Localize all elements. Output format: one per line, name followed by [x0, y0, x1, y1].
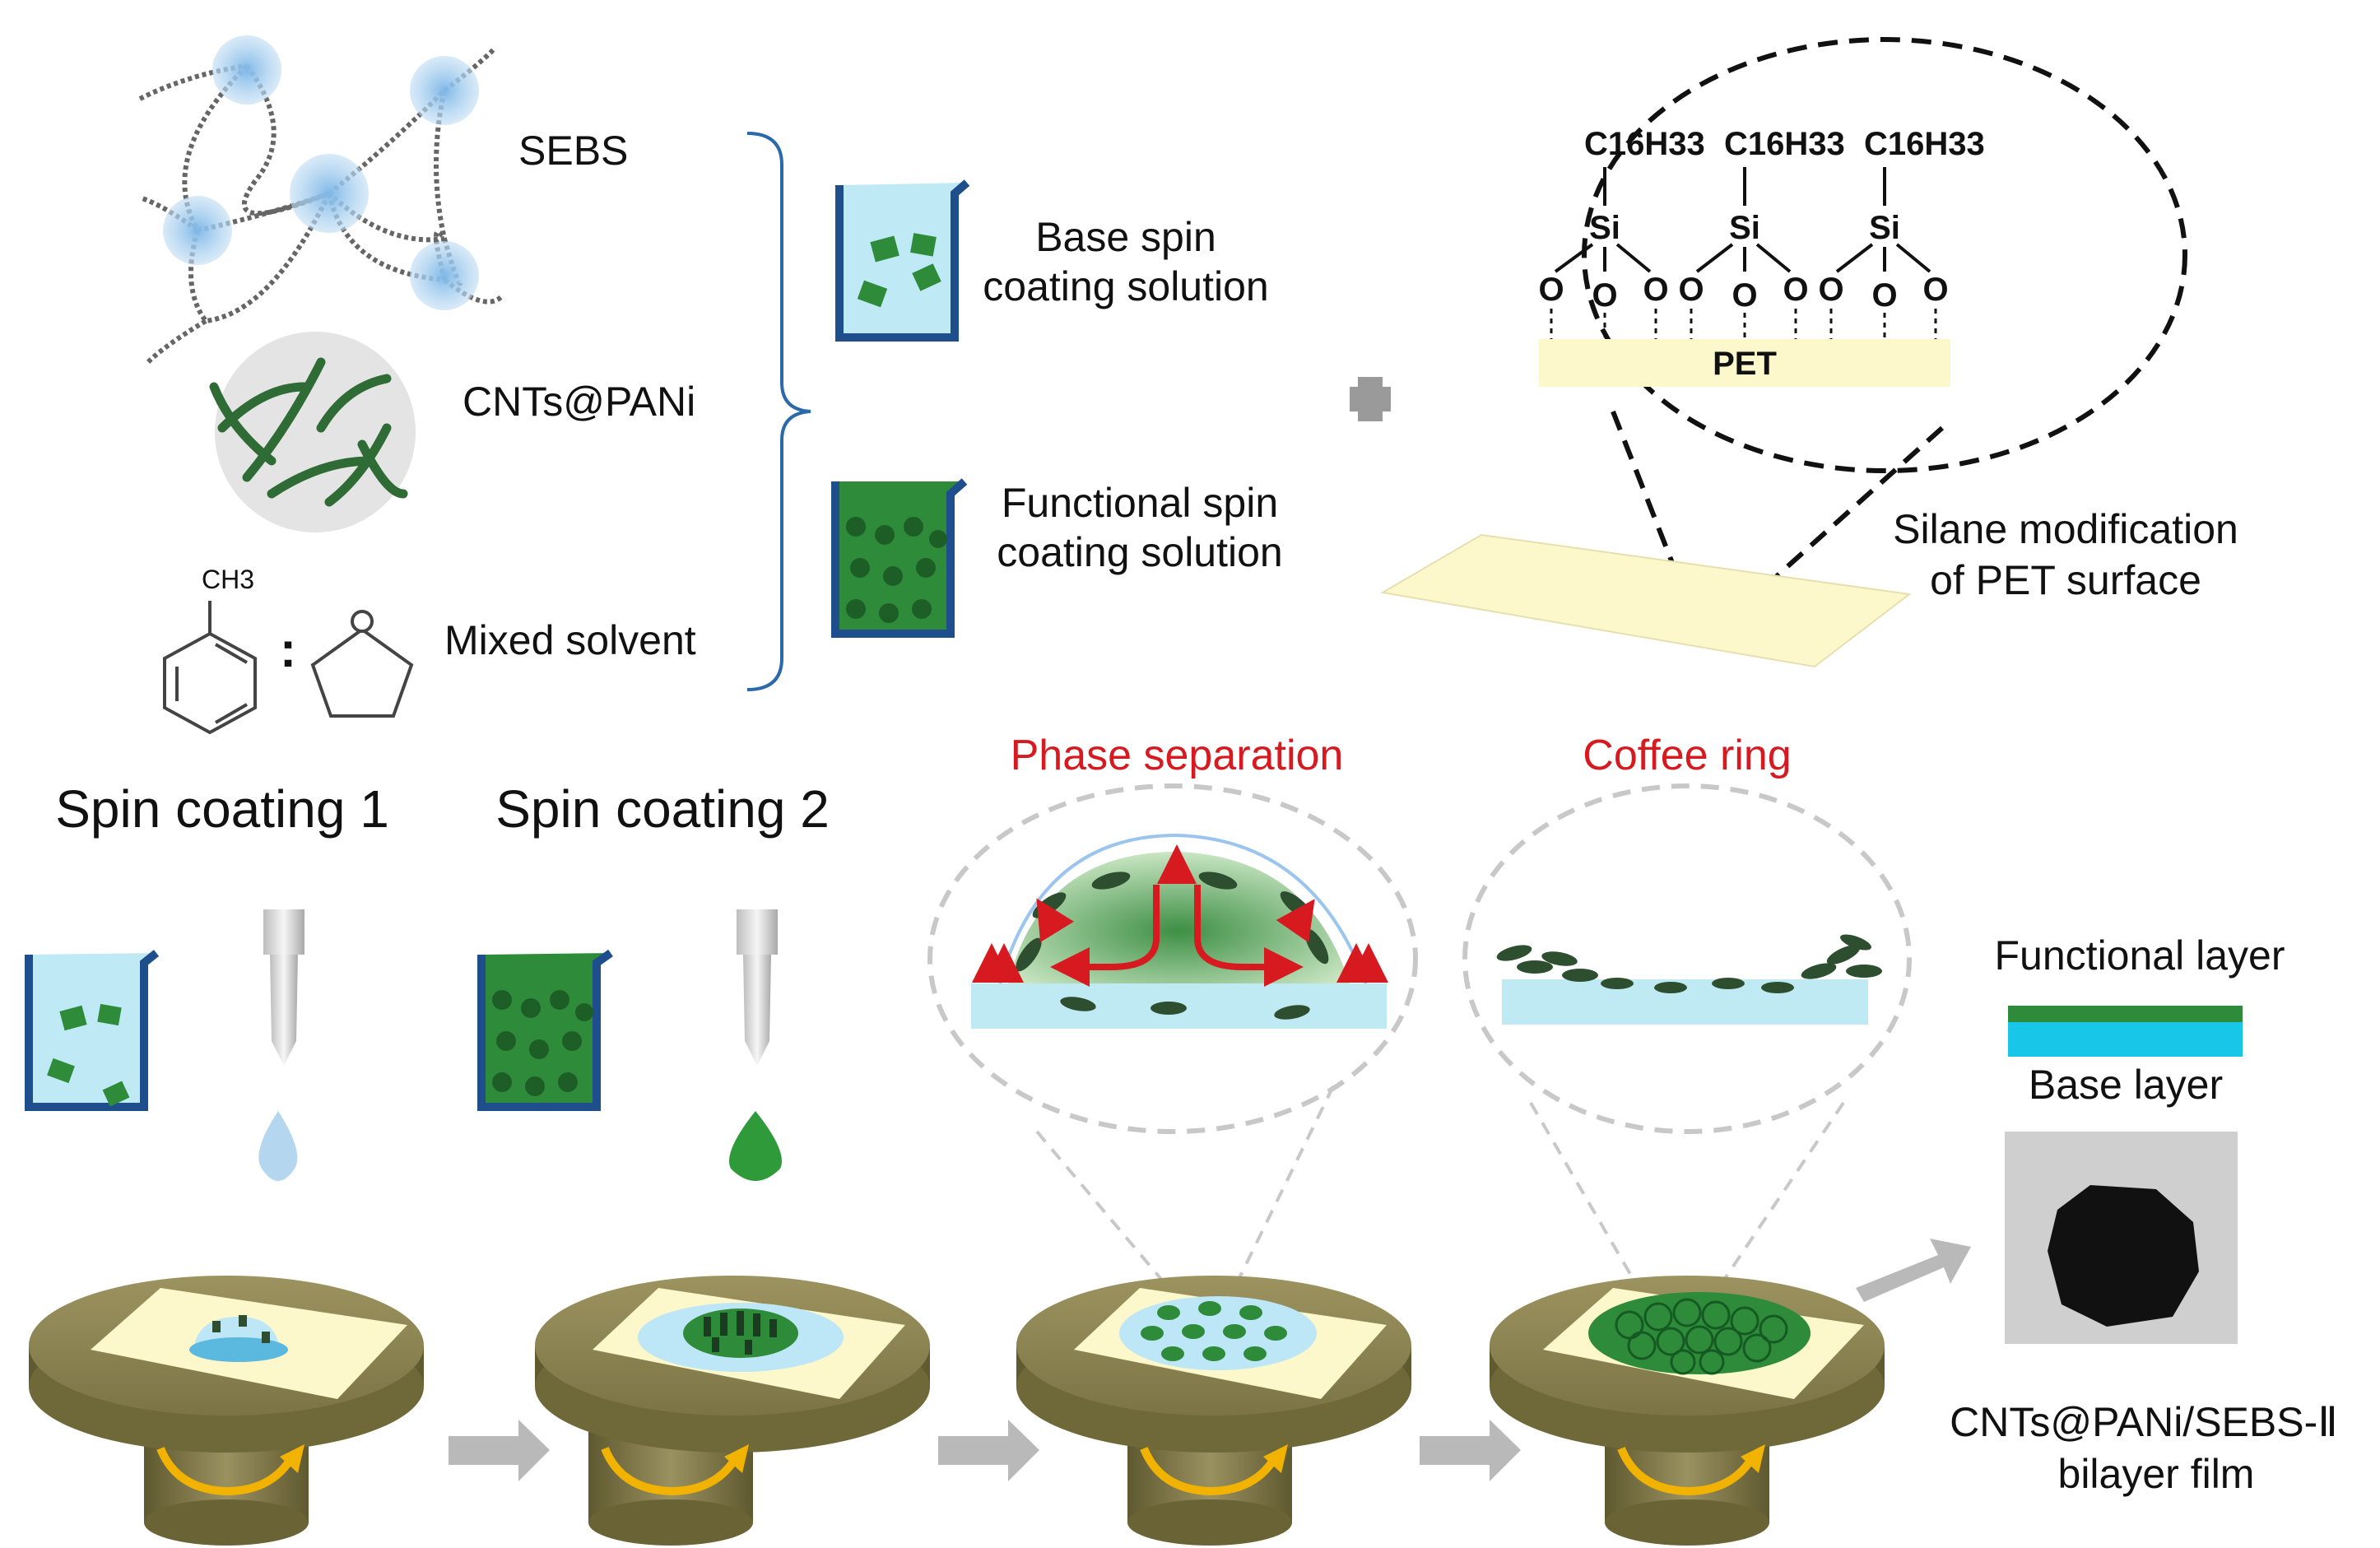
sebs-network-icon	[138, 35, 504, 365]
functional-solution-line1: Functional spin	[1002, 480, 1278, 526]
silane-unit-3: C16H33 Si O O O	[1818, 126, 1984, 314]
si-label: Si	[1869, 210, 1900, 246]
base-solution-line1: Base spin	[1035, 214, 1216, 260]
solvent-label: Mixed solvent	[444, 617, 696, 663]
coffee-ring-title: Coffee ring	[1583, 732, 1791, 779]
phase-separation-zoom	[927, 783, 1418, 1290]
toluene-icon	[163, 601, 257, 735]
functional-solution-beaker	[831, 478, 968, 638]
base-solution-line2: coating solution	[983, 263, 1268, 309]
spin-stage-3	[1016, 1276, 1411, 1546]
functional-solution-line2: coating solution	[997, 529, 1282, 575]
functional-layer-label: Functional layer	[1995, 932, 2285, 979]
spin-coating-1-title: Spin coating 1	[55, 779, 389, 839]
o-label: O	[1592, 277, 1617, 314]
si-label: Si	[1589, 210, 1620, 246]
alkyl-chain-label: C16H33	[1864, 126, 1985, 162]
base-layer-label: Base layer	[2029, 1062, 2223, 1108]
spin-coating-2-title: Spin coating 2	[495, 779, 830, 839]
sebs-label: SEBS	[518, 128, 628, 174]
silane-label-line2: of PET surface	[1930, 557, 2201, 603]
pet-bar	[1539, 339, 1950, 387]
alkyl-chain-label: C16H33	[1584, 126, 1705, 162]
o-label: O	[1922, 272, 1948, 308]
spin2-beaker	[477, 949, 613, 1111]
spin2-nozzle-icon	[729, 909, 782, 1181]
grouping-bracket	[746, 132, 811, 691]
o-label: O	[1818, 272, 1843, 308]
plus-icon	[1350, 377, 1391, 421]
ratio-colon: :	[280, 622, 296, 677]
base-solution-beaker	[835, 179, 970, 342]
spin1-beaker	[25, 950, 160, 1111]
cnts-pani-icon	[209, 332, 416, 532]
thf-icon	[310, 610, 414, 718]
spin-stage-1	[29, 1276, 424, 1546]
base-layer-bar	[2008, 1022, 2243, 1057]
result-label-line2: bilayer film	[2058, 1451, 2255, 1497]
alkyl-chain-label: C16H33	[1724, 126, 1845, 162]
cnts-label: CNTs@PANi	[463, 379, 695, 425]
bond-dashes	[1550, 309, 1937, 339]
ch3-label: CH3	[202, 565, 254, 594]
functional-layer-bar	[2008, 1006, 2243, 1022]
o-label: O	[1783, 272, 1808, 308]
film-photo	[2005, 1132, 2238, 1344]
silane-label-line1: Silane modification	[1893, 506, 2238, 552]
si-label: Si	[1729, 210, 1760, 246]
spin-stage-4	[1490, 1276, 1885, 1546]
spin-stage-2	[535, 1276, 930, 1546]
o-label: O	[1538, 272, 1564, 308]
pet-label: PET	[1713, 346, 1777, 382]
process-arrow-icon	[449, 1239, 1971, 1481]
pet-sheet	[1380, 533, 1912, 668]
spin1-nozzle-icon	[258, 909, 304, 1181]
coffee-ring-zoom	[1462, 783, 1912, 1281]
o-label: O	[1678, 272, 1704, 308]
o-label: O	[1871, 277, 1897, 314]
o-label: O	[1643, 272, 1668, 308]
silane-unit-2: C16H33 Si O O O	[1678, 126, 1844, 314]
result-label-line1: CNTs@PANi/SEBS-Ⅱ	[1950, 1399, 2338, 1445]
o-label: O	[1732, 277, 1757, 314]
silane-unit-1: C16H33 Si O O O	[1538, 126, 1704, 314]
phase-separation-title: Phase separation	[1011, 732, 1344, 779]
